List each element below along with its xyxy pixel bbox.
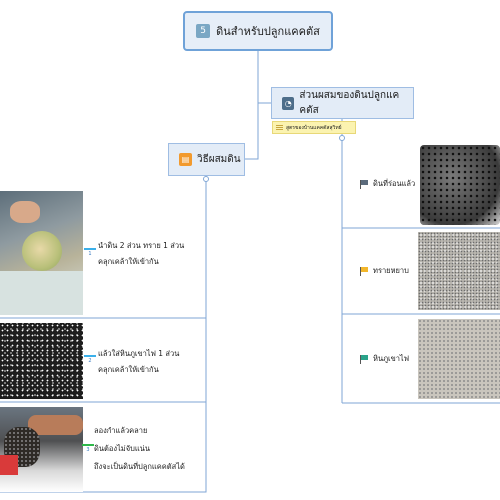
note-text: สูตรของบ้านแคคตัสสุวิทย์ — [286, 124, 342, 131]
photo-hand-squeezing-soil — [0, 407, 83, 492]
collapse-handle-mixture — [339, 135, 345, 141]
step-2-line-2: คลุกเคล้าให้เข้ากัน — [98, 365, 159, 374]
step-1-line-2: คลุกเคล้าให้เข้ากัน — [98, 257, 159, 266]
step-2-text[interactable]: แล้วใส่หินภูเขาไฟ 1 ส่วน คลุกเคล้าให้เข้… — [98, 346, 179, 378]
ingredient-2-label: ทรายหยาบ — [373, 266, 409, 275]
ingredient-1-label: ดินที่ร่อนแล้ว — [373, 179, 416, 188]
topic-number-badge: 5 — [196, 24, 211, 38]
branch-method-title: วิธีผสมดิน — [197, 154, 241, 165]
branch-method-node[interactable]: ▤ วิธีผสมดิน — [168, 143, 245, 176]
step-1-number: 1 — [84, 248, 96, 257]
flag-icon — [360, 179, 368, 189]
step-3-line-2: ดินต้องไม่จับแน่น — [94, 444, 150, 453]
connector-step-3 — [0, 402, 207, 493]
step-3-text[interactable]: ลองกำแล้วคลาย ดินต้องไม่จับแน่น ถึงจะเป็… — [94, 422, 185, 476]
photo-pumice — [418, 319, 500, 399]
photo-scooping-soil — [0, 191, 83, 315]
step-2-number: 2 — [84, 355, 96, 364]
root-title: ดินสำหรับปลูกแคคตัส — [216, 25, 320, 38]
step-2-line-1: แล้วใส่หินภูเขาไฟ 1 ส่วน — [98, 349, 180, 358]
flag-icon — [360, 354, 368, 364]
collapse-handle-method — [203, 176, 209, 182]
step-1-text[interactable]: นำดิน 2 ส่วน ทราย 1 ส่วน คลุกเคล้าให้เข้… — [98, 238, 184, 270]
step-3-line-3: ถึงจะเป็นดินที่ปลูกแคคตัสได้ — [94, 462, 185, 471]
step-1-line-1: นำดิน 2 ส่วน ทราย 1 ส่วน — [98, 241, 185, 250]
branch-mixture-title: ส่วนผสมของดินปลูกแคคตัส — [299, 90, 400, 116]
ingredient-pumice[interactable]: หินภูเขาไฟ — [360, 353, 409, 365]
step-3-line-1: ลองกำแล้วคลาย — [94, 426, 148, 435]
note-icon — [276, 124, 283, 131]
photo-volcanic-rock-mix — [0, 323, 83, 399]
ingredient-coarse-sand[interactable]: ทรายหยาบ — [360, 265, 409, 277]
flag-icon — [360, 266, 368, 276]
note-label[interactable]: สูตรของบ้านแคคตัสสุวิทย์ — [272, 121, 356, 134]
branch-mixture-node[interactable]: ◔ ส่วนผสมของดินปลูกแคคตัส — [271, 87, 414, 119]
photo-coarse-sand — [418, 232, 500, 310]
connector-root-mixture — [257, 51, 271, 104]
ingredient-3-label: หินภูเขาไฟ — [373, 354, 409, 363]
root-node[interactable]: 5 ดินสำหรับปลูกแคคตัส — [183, 11, 333, 51]
photo-sifted-soil — [420, 145, 500, 225]
shopping-cart-icon: ▤ — [179, 153, 192, 166]
connector-root-method — [245, 51, 259, 160]
pie-chart-icon: ◔ — [282, 96, 295, 110]
ingredient-sifted-soil[interactable]: ดินที่ร่อนแล้ว — [360, 178, 415, 190]
step-3-number: 3 — [82, 444, 94, 453]
